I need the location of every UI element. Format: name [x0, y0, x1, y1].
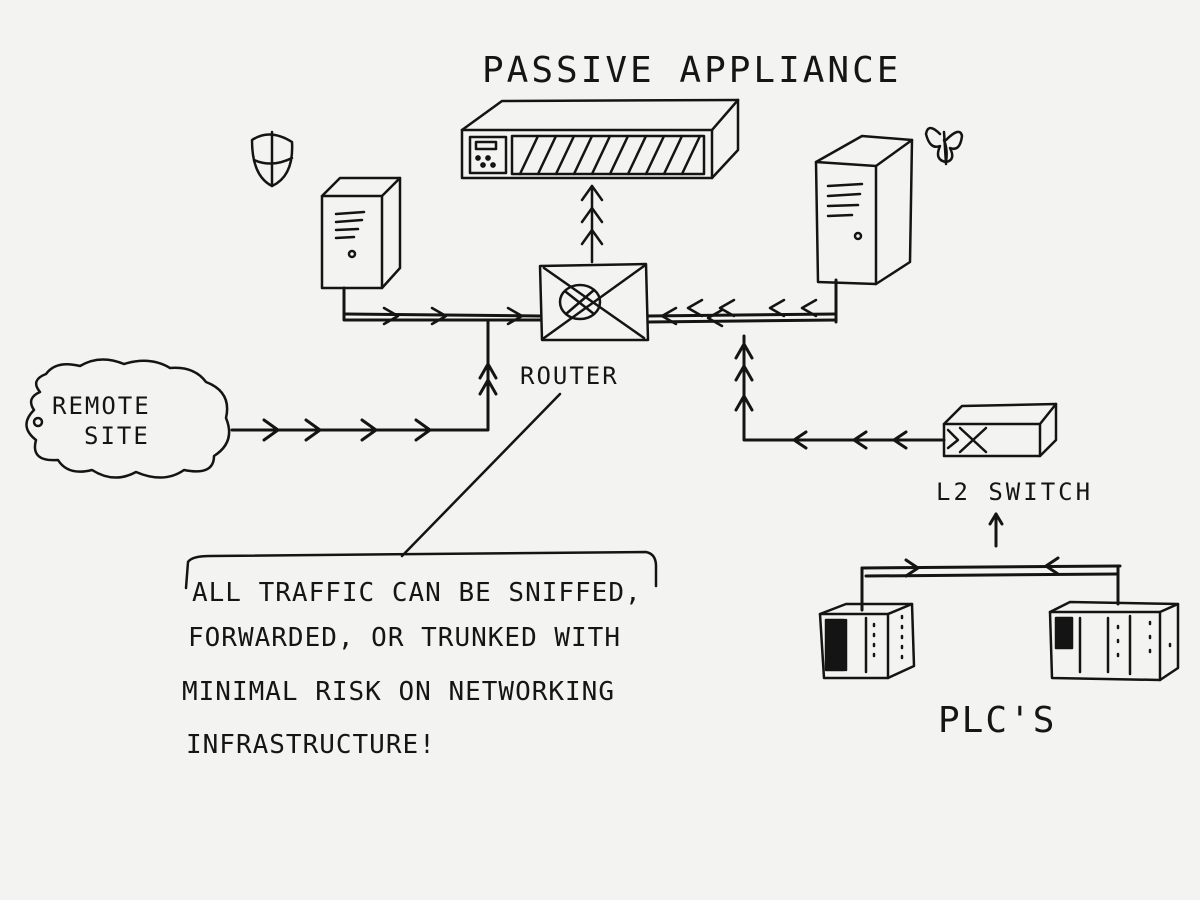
passive-appliance-title: PASSIVE APPLIANCE — [482, 50, 902, 91]
remote-site-link — [230, 318, 498, 442]
router-label: ROUTER — [520, 362, 619, 390]
butterfly-icon — [924, 126, 964, 166]
router-icon — [538, 262, 650, 342]
l2-switch-icon — [942, 402, 1058, 458]
router-callout-line — [400, 392, 562, 558]
plcs-label: PLC'S — [938, 700, 1057, 741]
note-bracket — [184, 550, 658, 590]
remote-site-label-line1: REMOTE — [52, 392, 151, 420]
left-server-icon — [320, 176, 402, 290]
right-server-icon — [814, 134, 914, 286]
shield-icon — [250, 130, 294, 188]
note-line-2: FORWARDED, OR TRUNKED WITH — [188, 623, 621, 653]
plc-bus — [860, 512, 1122, 612]
note-line-1: ALL TRAFFIC CAN BE SNIFFED, — [192, 578, 642, 608]
plc-left-icon — [818, 602, 916, 680]
passive-appliance-icon — [460, 98, 740, 180]
note-line-4: INFRASTRUCTURE! — [186, 730, 436, 760]
backbone-left-arrows — [660, 298, 818, 328]
backbone-right-arrows — [382, 306, 524, 326]
remote-site-label-line2: SITE — [84, 422, 150, 450]
note-line-3: MINIMAL RISK ON NETWORKING — [182, 677, 615, 707]
plc-right-icon — [1048, 600, 1180, 682]
remote-site-cloud-icon — [25, 358, 231, 479]
switch-uplink — [734, 334, 946, 450]
appliance-uplink-arrow — [580, 184, 604, 264]
l2-switch-label: L2 SWITCH — [936, 478, 1094, 506]
